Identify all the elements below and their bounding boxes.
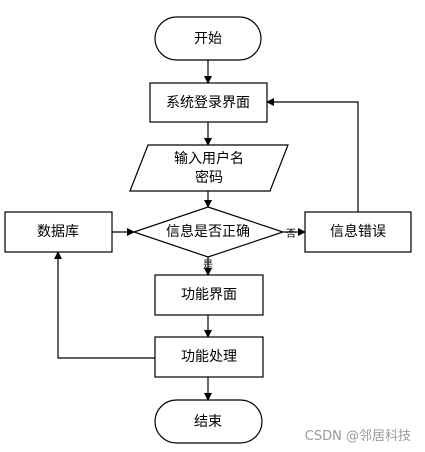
- edges: [54, 60, 359, 401]
- function-screen-label: 功能界面: [181, 287, 237, 303]
- login-screen-label: 系统登录界面: [166, 95, 250, 111]
- edge-label-no: 否: [286, 228, 296, 240]
- input-label-line1: 输入用户名: [174, 150, 244, 167]
- error-box: [304, 211, 412, 253]
- function-screen-box: [154, 274, 264, 316]
- start-label: 开始: [194, 31, 222, 47]
- edge-error-to-login: [266, 98, 359, 212]
- end-terminator: [154, 399, 263, 444]
- decision-diamond: [132, 206, 285, 258]
- database-label: 数据库: [37, 224, 79, 240]
- edge-process-to-database: [54, 251, 155, 359]
- error-label: 信息错误: [330, 223, 386, 240]
- function-process-box: [154, 336, 264, 378]
- database-box: [4, 211, 113, 253]
- decision-label: 信息是否正确: [166, 223, 250, 240]
- edge-label-yes: 是: [203, 259, 213, 271]
- input-label-line2: 密码: [195, 169, 223, 186]
- input-parallelogram: [129, 144, 289, 192]
- end-label: 结束: [194, 414, 222, 430]
- start-terminator: [154, 16, 262, 61]
- login-screen-box: [149, 82, 268, 123]
- watermark: CSDN @邻居科技: [304, 429, 411, 444]
- function-process-label: 功能处理: [181, 349, 237, 365]
